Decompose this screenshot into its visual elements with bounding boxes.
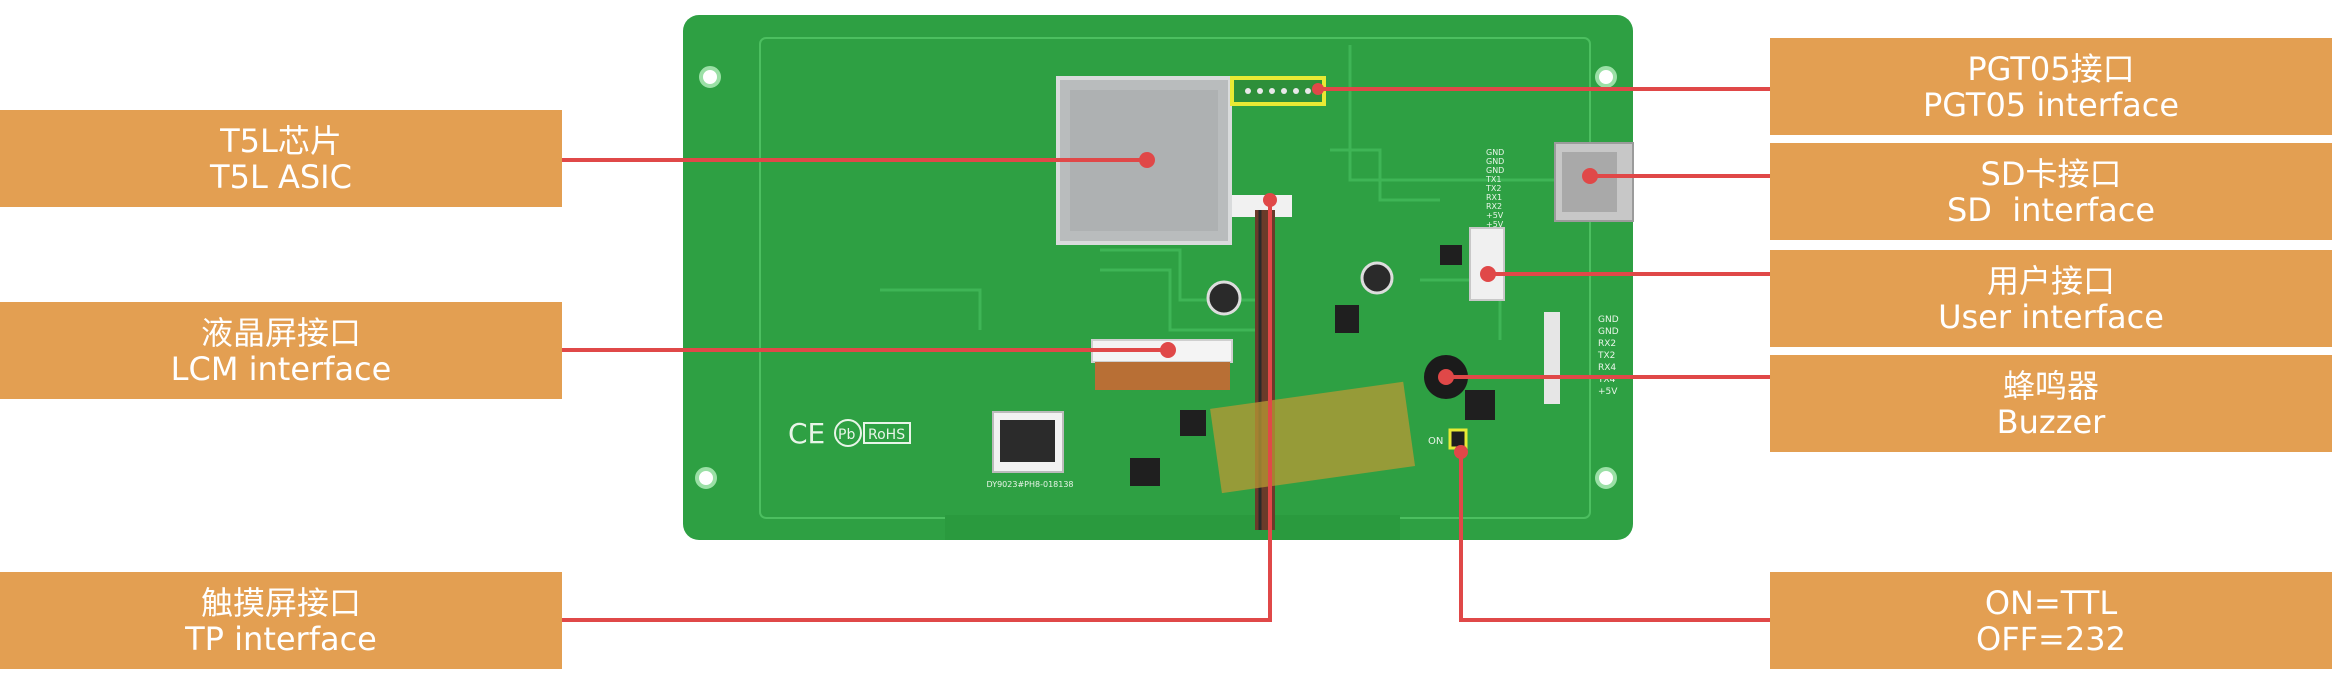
label-lcm-zh: 液晶屏接口	[200, 313, 361, 352]
svg-text:GND: GND	[1598, 315, 1619, 325]
label-ttl-on: ON=TTL	[1984, 583, 2118, 622]
label-sd-interface: SD卡接口 SD interface	[1770, 143, 2332, 240]
qfn-chip-body	[1000, 420, 1055, 462]
label-pgt05-interface: PGT05接口 PGT05 interface	[1770, 38, 2332, 135]
svg-text:+5V: +5V	[1486, 211, 1504, 220]
smd-parts	[1130, 245, 1495, 486]
svg-text:RX2: RX2	[1598, 339, 1616, 349]
label-t5l-zh: T5L芯片	[220, 121, 342, 160]
silk-code: DY9023#PH8-018138	[986, 480, 1073, 489]
pb-mark-circle	[834, 419, 862, 447]
label-user-en: User interface	[1938, 297, 2164, 336]
capacitor	[1206, 280, 1242, 316]
label-user-interface: 用户接口 User interface	[1770, 250, 2332, 347]
svg-text:+5V: +5V	[1598, 387, 1618, 397]
lcm-flex-cable	[1095, 362, 1230, 390]
svg-text:RX2: RX2	[1486, 202, 1502, 211]
svg-text:TX1: TX1	[1485, 175, 1501, 184]
user-connector	[1469, 227, 1505, 301]
svg-text:GND: GND	[1486, 148, 1504, 157]
pgt05-pins	[1245, 88, 1311, 94]
switch-label: ON	[1428, 436, 1443, 447]
label-lcm-interface: 液晶屏接口 LCM interface	[0, 302, 562, 399]
label-tp-zh: 触摸屏接口	[200, 583, 361, 622]
capacitor	[1360, 261, 1394, 295]
label-lcm-en: LCM interface	[170, 349, 392, 388]
leader-dots	[1139, 83, 1598, 459]
label-ttl-232: ON=TTL OFF=232	[1770, 572, 2332, 669]
label-t5l-en: T5L ASIC	[210, 157, 352, 196]
top-pin-labels: GND GND GND TX1 TX2 RX1 RX2 +5V +5V	[1485, 148, 1504, 229]
label-buzzer: 蜂鸣器 Buzzer	[1770, 355, 2332, 452]
label-t5l-asic: T5L芯片 T5L ASIC	[0, 110, 562, 207]
label-pgt05-en: PGT05 interface	[1922, 85, 2180, 124]
right-pin-header	[1544, 312, 1560, 404]
leader-tp	[562, 200, 1272, 622]
ttl-switch	[1448, 428, 1468, 450]
pb-mark: Pb	[838, 427, 855, 443]
label-pgt05-zh: PGT05接口	[1967, 49, 2135, 88]
label-tp-en: TP interface	[185, 619, 377, 658]
svg-text:GND: GND	[1598, 327, 1619, 337]
label-tp-interface: 触摸屏接口 TP interface	[0, 572, 562, 669]
svg-text:GND: GND	[1486, 157, 1504, 166]
svg-text:TX4: TX4	[1597, 375, 1616, 385]
label-buzzer-zh: 蜂鸣器	[2002, 366, 2099, 405]
leader-lines	[562, 87, 1770, 622]
label-buzzer-en: Buzzer	[1996, 402, 2106, 441]
tp-connector	[1232, 195, 1292, 217]
leader-ttl	[1459, 452, 1770, 622]
svg-text:RX4: RX4	[1598, 363, 1616, 373]
svg-text:TX2: TX2	[1485, 184, 1501, 193]
mounting-holes	[695, 66, 1617, 489]
svg-text:GND: GND	[1486, 166, 1504, 175]
label-sd-en: SD interface	[1946, 190, 2155, 229]
right-pin-labels: GND GND RX2 TX2 RX4 TX4 +5V	[1597, 315, 1619, 397]
label-ttl-off: OFF=232	[1976, 619, 2126, 658]
svg-text:+5V: +5V	[1486, 220, 1504, 229]
pcb-bottom-strip	[945, 515, 1400, 540]
kapton-tape	[1210, 381, 1416, 494]
rohs-mark-box	[863, 422, 911, 444]
label-user-zh: 用户接口	[1986, 261, 2115, 300]
rohs-mark: RoHS	[868, 427, 905, 443]
svg-text:RX1: RX1	[1486, 193, 1502, 202]
ce-mark: CE	[788, 417, 825, 450]
svg-text:TX2: TX2	[1597, 351, 1615, 361]
label-sd-zh: SD卡接口	[1980, 154, 2122, 193]
